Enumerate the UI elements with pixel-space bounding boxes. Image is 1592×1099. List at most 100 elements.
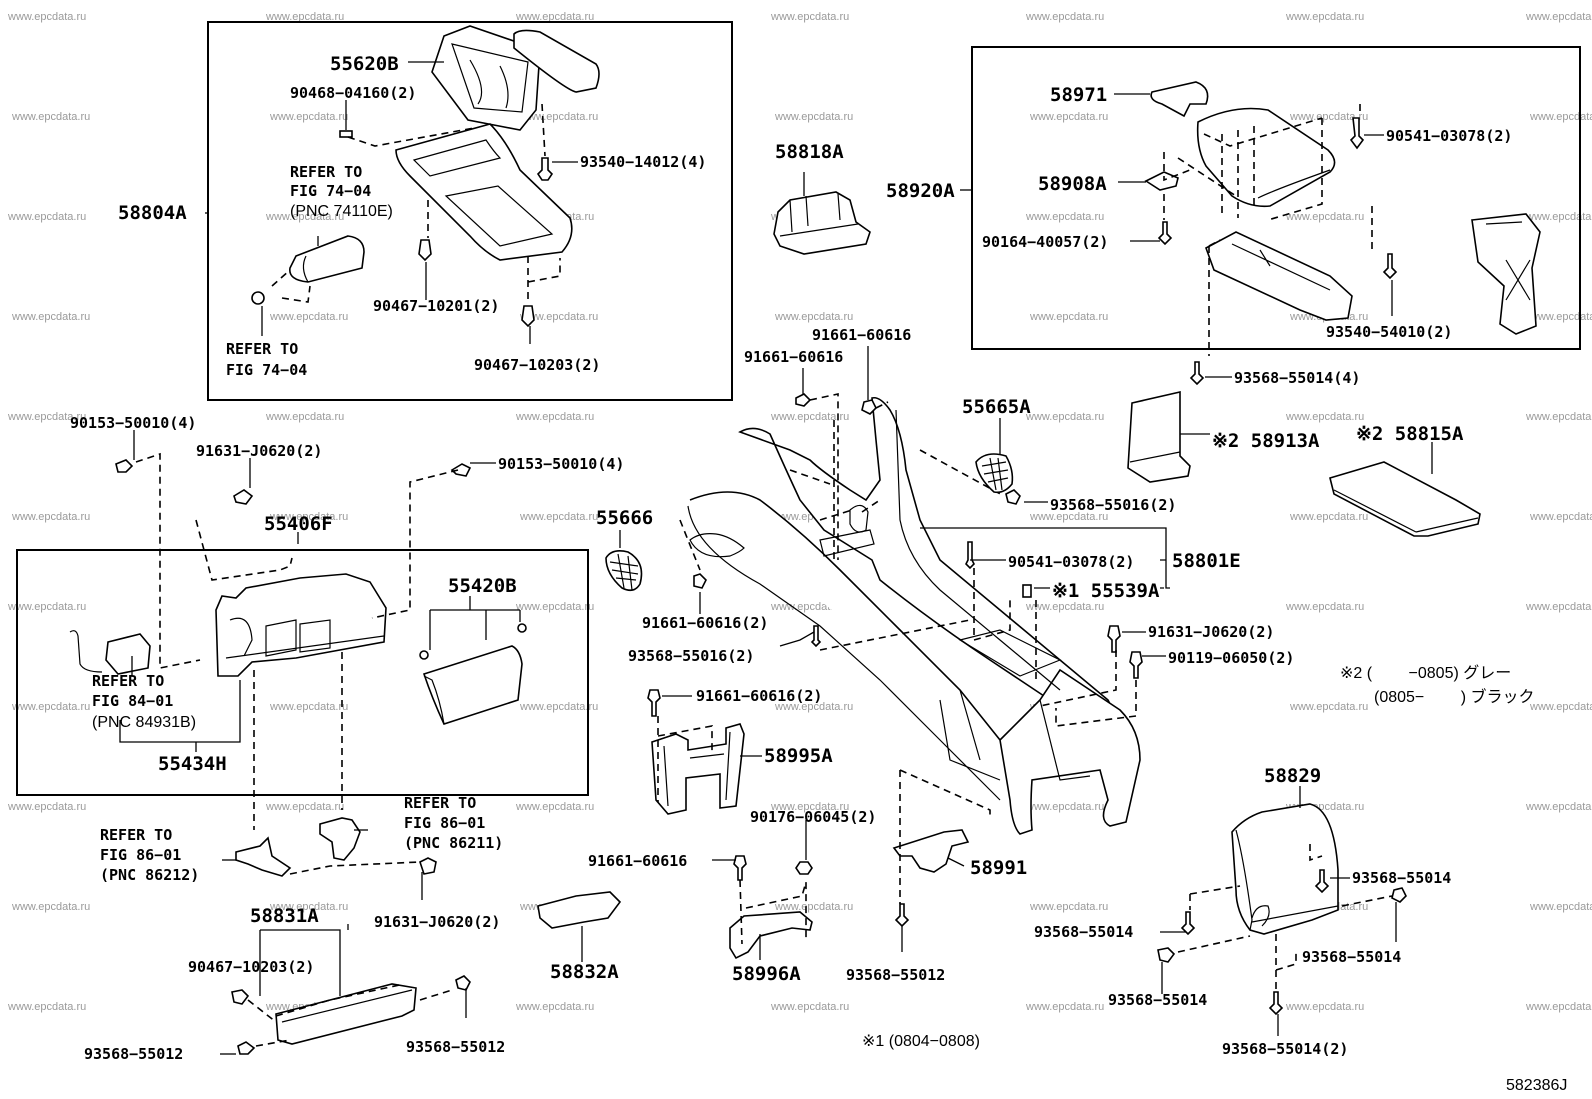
part-label-ref7404a_1[interactable]: REFER TO [290, 163, 362, 181]
part-label-55620B[interactable]: 55620B [330, 53, 399, 75]
watermark-text: www.epcdata.ru [1029, 311, 1108, 323]
part-label-90467c[interactable]: 90467−10203(2) [188, 958, 314, 976]
watermark-text: www.epcdata.ru [1025, 11, 1104, 23]
part-label-58818A[interactable]: 58818A [775, 141, 844, 163]
part-label-91631c[interactable]: 91631−J0620(2) [374, 913, 500, 931]
part-label-90541a[interactable]: 90541−03078(2) [1386, 127, 1512, 145]
part-label-93568_14b[interactable]: 93568−55014 [1034, 923, 1133, 941]
part-label-55665A[interactable]: 55665A [962, 396, 1031, 418]
part-58815A-mat[interactable] [1329, 461, 1481, 537]
part-label-55406F[interactable]: 55406F [264, 513, 333, 535]
watermark-text: www.epcdata.ru [1525, 11, 1592, 23]
part-label-93540b[interactable]: 93540−54010(2) [1326, 323, 1452, 341]
part-label-93568_16a[interactable]: 93568−55016(2) [1050, 496, 1176, 514]
part-58818A-holder[interactable] [773, 191, 871, 255]
part-label-93568_12a[interactable]: 93568−55012 [846, 966, 945, 984]
part-shift-knob-ref[interactable] [289, 235, 365, 283]
part-58995A-bracket[interactable] [651, 723, 745, 815]
part-label-90467b[interactable]: 90467−10203(2) [474, 356, 600, 374]
part-label-58996A[interactable]: 58996A [732, 963, 801, 985]
part-label-93568_14a[interactable]: 93568−55014 [1352, 869, 1451, 887]
part-label-90468[interactable]: 90468−04160(2) [290, 84, 416, 102]
part-86212-bracket[interactable] [235, 836, 292, 877]
part-label-ref86212_2[interactable]: FIG 86−01 [100, 846, 181, 864]
part-label-ref8401_2[interactable]: FIG 84−01 [92, 692, 173, 710]
part-58829-cover[interactable] [1231, 803, 1339, 935]
part-label-93568_14e[interactable]: 93568−55014(2) [1222, 1040, 1348, 1058]
part-label-58995A[interactable]: 58995A [764, 745, 833, 767]
part-armrest-lid[interactable] [1196, 107, 1336, 208]
group-box-upper-right [971, 46, 1581, 350]
part-label-90176[interactable]: 90176−06045(2) [750, 808, 876, 826]
part-label-ref86211_2[interactable]: FIG 86−01 [404, 814, 485, 832]
part-label-91661e[interactable]: 91661−60616 [588, 852, 687, 870]
part-console-box-tray[interactable] [1205, 231, 1353, 321]
part-label-55420B[interactable]: 55420B [448, 575, 517, 597]
part-label-ref86212_1[interactable]: REFER TO [100, 826, 172, 844]
part-55620B-cupholder[interactable] [431, 25, 541, 131]
part-label-58971[interactable]: 58971 [1050, 84, 1107, 106]
part-label-91631a[interactable]: 91631−J0620(2) [196, 442, 322, 460]
part-55434H-airbag-sensor[interactable] [69, 630, 151, 675]
part-label-93568_12b[interactable]: 93568−55012 [84, 1045, 183, 1063]
part-label-93568_14c[interactable]: 93568−55014 [1302, 948, 1401, 966]
part-86211-bracket[interactable] [319, 817, 361, 861]
part-label-91661d[interactable]: 91661−60616(2) [696, 687, 822, 705]
part-label-58815A[interactable]: ※2 58815A [1356, 423, 1464, 445]
part-55420B-cover[interactable] [422, 645, 523, 725]
part-label-91661a[interactable]: 91661−60616 [812, 326, 911, 344]
watermark-text: www.epcdata.ru [1025, 211, 1104, 223]
part-label-58920A[interactable]: 58920A [886, 180, 955, 202]
part-label-58831A[interactable]: 58831A [250, 905, 319, 927]
watermark-text: www.epcdata.ru [1285, 1001, 1364, 1013]
part-label-90164[interactable]: 90164−40057(2) [982, 233, 1108, 251]
part-58971-hinge[interactable] [1150, 81, 1209, 118]
part-55666-grille[interactable] [605, 550, 643, 592]
part-label-93540a[interactable]: 93540−14012(4) [580, 153, 706, 171]
part-label-55539A[interactable]: ※1 55539A [1052, 580, 1160, 602]
watermark-text: www.epcdata.ru [1285, 211, 1364, 223]
part-label-ref7404a_3[interactable]: (PNC 74110E) [290, 203, 393, 220]
part-label-90153b[interactable]: 90153−50010(4) [498, 455, 624, 473]
part-label-91661c[interactable]: 91661−60616(2) [642, 614, 768, 632]
part-label-ref8401_1[interactable]: REFER TO [92, 672, 164, 690]
part-58831A-bar[interactable] [275, 983, 417, 1045]
part-label-55666[interactable]: 55666 [596, 507, 653, 529]
part-label-ref8401_3[interactable]: (PNC 84931B) [92, 714, 196, 731]
part-label-93568_4[interactable]: 93568−55014(4) [1234, 369, 1360, 387]
part-55665A-grille[interactable] [975, 453, 1014, 494]
part-label-58991[interactable]: 58991 [970, 857, 1027, 879]
part-label-90541b[interactable]: 90541−03078(2) [1008, 553, 1134, 571]
part-58996A-bracket[interactable] [729, 911, 813, 960]
part-label-93568_12c[interactable]: 93568−55012 [406, 1038, 505, 1056]
part-label-58829[interactable]: 58829 [1264, 765, 1321, 787]
part-label-93568_16b[interactable]: 93568−55016(2) [628, 647, 754, 665]
part-label-58913A[interactable]: ※2 58913A [1212, 430, 1320, 452]
part-label-93568_14d[interactable]: 93568−55014 [1108, 991, 1207, 1009]
part-55406F-box[interactable] [215, 573, 387, 677]
part-label-ref86211_3[interactable]: (PNC 86211) [404, 834, 503, 852]
part-58832A-bracket[interactable] [537, 891, 622, 929]
part-58913A-panel[interactable] [1127, 390, 1191, 483]
part-label-58832A[interactable]: 58832A [550, 961, 619, 983]
part-label-55434H[interactable]: 55434H [158, 753, 227, 775]
part-label-91631b[interactable]: 91631−J0620(2) [1148, 623, 1274, 641]
part-shift-bezel[interactable] [395, 123, 573, 261]
part-label-ref7404b_2[interactable]: FIG 74−04 [226, 361, 307, 379]
part-58908A-clip[interactable] [1144, 171, 1179, 191]
part-label-91661b[interactable]: 91661−60616 [744, 348, 843, 366]
part-label-90153a[interactable]: 90153−50010(4) [70, 414, 196, 432]
part-label-ref7404a_2[interactable]: FIG 74−04 [290, 182, 371, 200]
part-58991-bracket[interactable] [892, 829, 970, 873]
part-label-ref86211_1[interactable]: REFER TO [404, 794, 476, 812]
part-label-58804A[interactable]: 58804A [118, 202, 187, 224]
part-label-ref7404b_1[interactable]: REFER TO [226, 340, 298, 358]
part-label-ref86212_3[interactable]: (PNC 86212) [100, 866, 199, 884]
part-cupholder-lid[interactable] [513, 29, 600, 93]
part-label-90119[interactable]: 90119−06050(2) [1168, 649, 1294, 667]
part-lock-bracket[interactable] [1471, 213, 1541, 335]
part-label-58908A[interactable]: 58908A [1038, 173, 1107, 195]
part-label-58801E[interactable]: 58801E [1172, 550, 1241, 572]
watermark-text: www.epcdata.ru [269, 701, 348, 713]
part-label-90467a[interactable]: 90467−10201(2) [373, 297, 499, 315]
